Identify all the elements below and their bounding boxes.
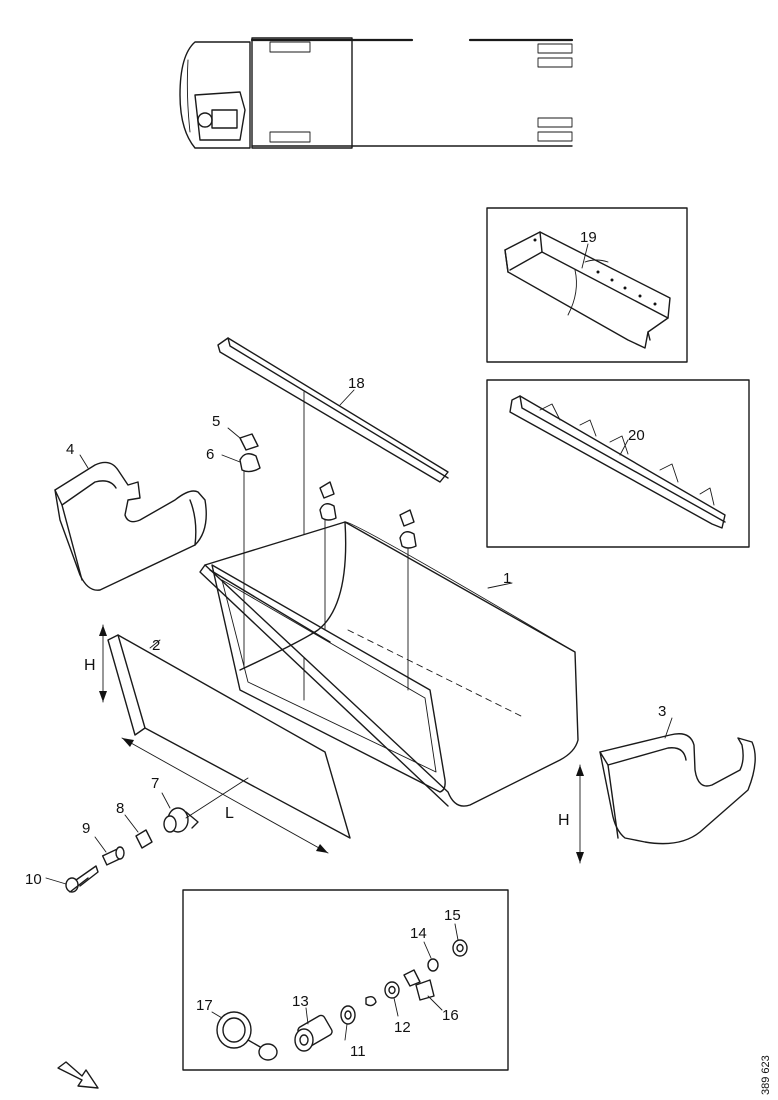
dimension-length xyxy=(121,737,329,854)
latch-part-8 xyxy=(135,829,153,849)
dimension-height-left xyxy=(99,624,107,703)
spring-part-14 xyxy=(427,958,439,972)
plate-part-16 xyxy=(403,969,435,1001)
label-part-15: 15 xyxy=(444,907,461,924)
dimension-label-height-left: H xyxy=(84,657,96,674)
label-part-2: 2 xyxy=(152,637,160,654)
label-part-9: 9 xyxy=(82,820,90,837)
label-part-4: 4 xyxy=(66,441,74,458)
cover-part-17 xyxy=(216,1011,278,1061)
inset-box-bracket-19 xyxy=(486,207,688,363)
cylinder-part-13 xyxy=(294,1014,333,1052)
leader-lines xyxy=(45,243,673,1041)
nut-part-12 xyxy=(384,981,400,999)
key-part-10 xyxy=(65,865,99,893)
label-part-1: 1 xyxy=(503,570,511,587)
reference-number: 389 623 xyxy=(760,1055,772,1095)
small-ring xyxy=(365,995,377,1007)
label-part-18: 18 xyxy=(348,375,365,392)
label-part-16: 16 xyxy=(442,1007,459,1024)
washer-part-11 xyxy=(340,1005,356,1025)
label-part-12: 12 xyxy=(394,1019,411,1036)
vehicle-plan-view xyxy=(179,37,574,149)
label-part-7: 7 xyxy=(151,775,159,792)
label-part-19: 19 xyxy=(580,229,597,246)
clip-part-6 xyxy=(239,453,261,473)
clips-on-box xyxy=(319,481,417,549)
label-part-6: 6 xyxy=(206,446,214,463)
label-part-8: 8 xyxy=(116,800,124,817)
end-cap-part-3 xyxy=(599,733,756,845)
label-part-13: 13 xyxy=(292,993,309,1010)
dimension-height-right xyxy=(576,764,584,864)
door-panel-part-2 xyxy=(107,634,351,839)
dimension-label-length: L xyxy=(225,805,234,822)
label-part-11: 11 xyxy=(350,1043,366,1060)
direction-arrow-icon xyxy=(57,1061,99,1089)
clip-part-5 xyxy=(239,433,259,451)
nut-part-15 xyxy=(452,939,468,957)
label-part-3: 3 xyxy=(658,703,666,720)
end-cap-part-4 xyxy=(54,461,207,591)
label-part-14: 14 xyxy=(410,925,427,942)
lock-part-7 xyxy=(163,777,249,833)
inset-box-lock-assembly xyxy=(182,889,509,1071)
label-part-17: 17 xyxy=(196,997,213,1014)
label-part-5: 5 xyxy=(212,413,220,430)
dimension-label-height-right: H xyxy=(558,812,570,829)
label-part-20: 20 xyxy=(628,427,645,444)
bolt-part-9 xyxy=(101,846,125,866)
label-part-10: 10 xyxy=(25,871,42,888)
box-part-1 xyxy=(199,469,579,807)
strip-part-18 xyxy=(217,337,449,701)
inset-box-rail-20 xyxy=(486,379,750,548)
